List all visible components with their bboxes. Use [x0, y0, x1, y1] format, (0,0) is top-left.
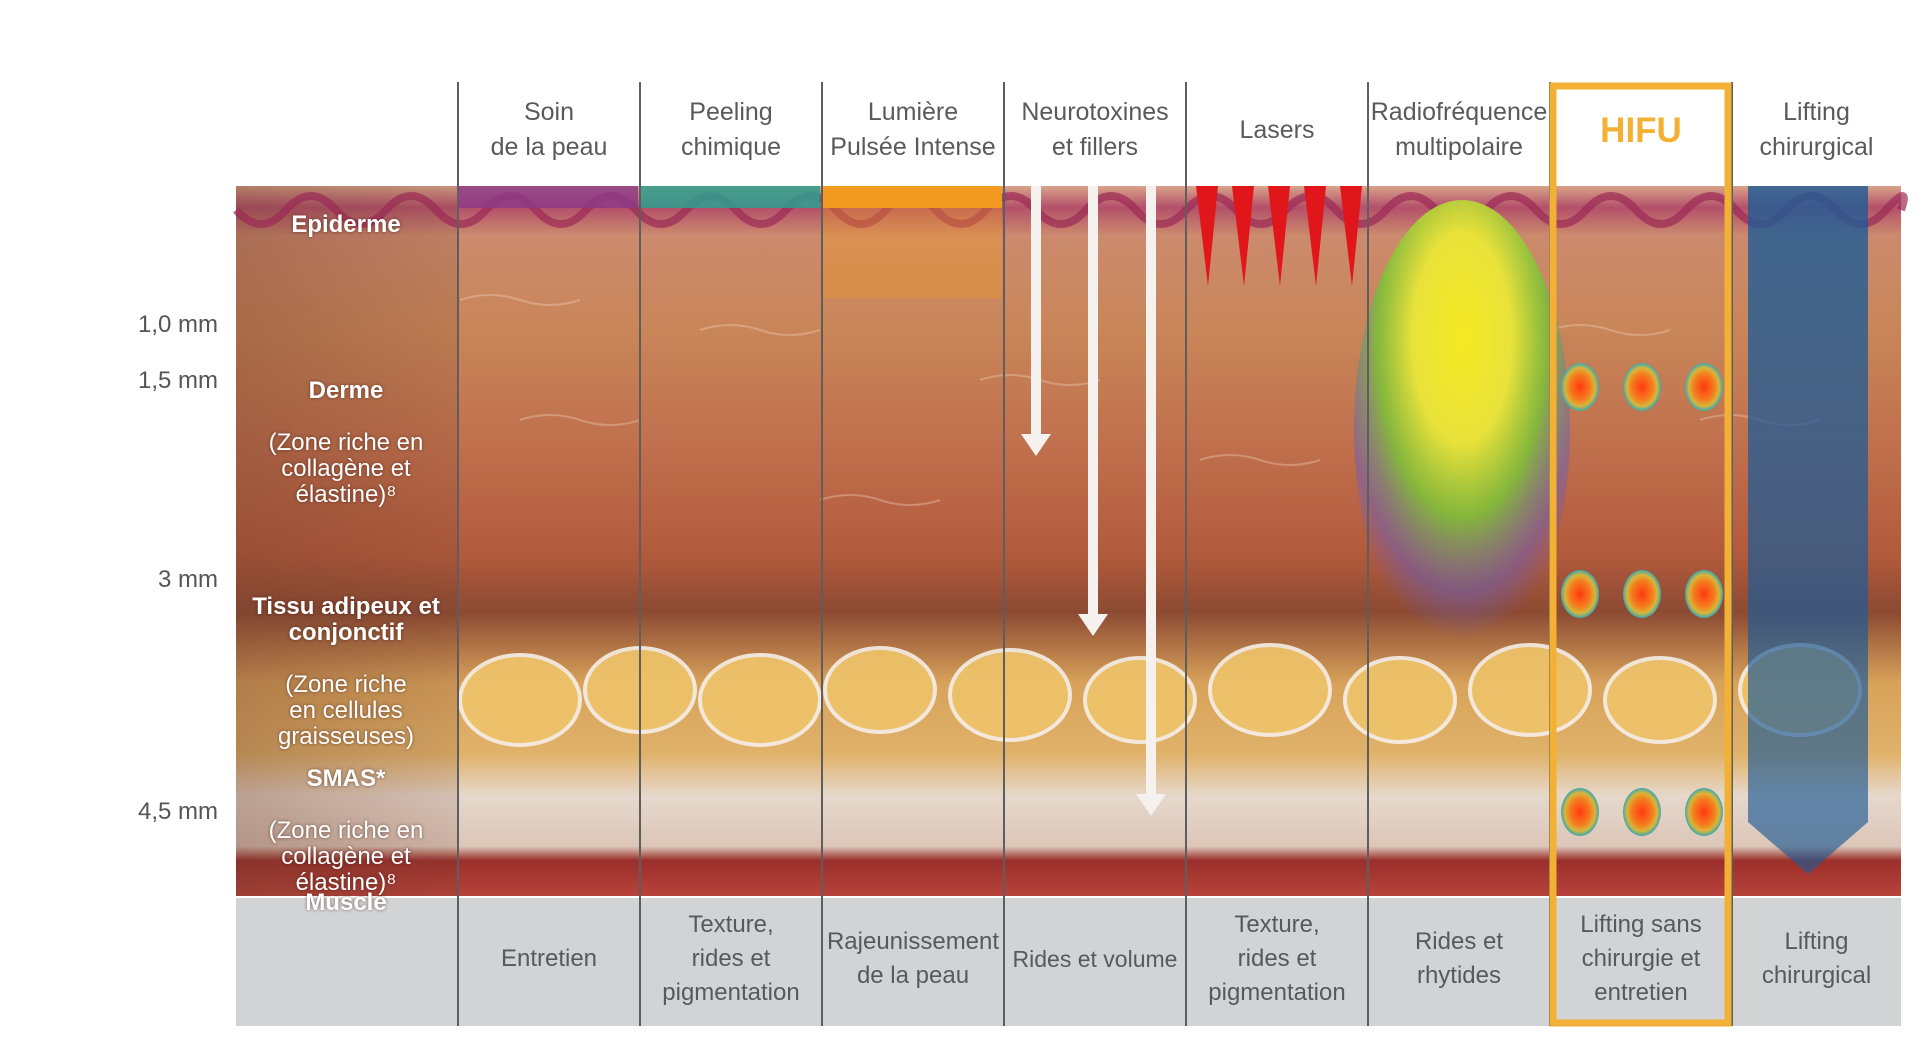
result-radiofrequency: Rides et rhytides [1414, 928, 1504, 989]
depth-marker-1: 1,0 mm [137, 311, 218, 338]
dermis-fibers [459, 294, 1821, 506]
hifu-focal-points [1561, 363, 1723, 836]
depth-marker-4: 4,5 mm [137, 798, 218, 825]
header-neurotoxins: Neurotoxines et fillers [1021, 98, 1169, 161]
neurotoxin-arrows [1021, 186, 1166, 816]
layer-epidermis: Epiderme [236, 186, 456, 238]
footer-band [236, 898, 1901, 1026]
result-lasers: Texture, rides et pigmentation [1208, 911, 1346, 1006]
radiofrequency-heat-zone [1354, 200, 1570, 660]
layer-dermis-detail: (Zone riche en collagène et élastine)⁸ [268, 429, 424, 508]
result-neurotoxins: Rides et volume [1012, 946, 1178, 972]
result-skincare: Entretien [500, 945, 598, 972]
layer-adipose-title: Tissu adipeux et conjonctif [252, 593, 440, 646]
layer-epidermis-title: Epiderme [291, 211, 401, 238]
skincare-effect [458, 186, 638, 208]
header-surgical: Lifting chirurgical [1759, 98, 1874, 161]
surgical-lift-arrow [1748, 186, 1868, 874]
depth-marker-2: 1,5 mm [137, 367, 218, 394]
result-surgical: Lifting chirurgical [1761, 928, 1872, 989]
layer-smas-title: SMAS* [306, 765, 386, 792]
header-peeling: Peeling chimique [680, 98, 782, 161]
ipl-effect-band [822, 186, 1002, 208]
laser-beams [1196, 186, 1362, 286]
layer-label-shade [236, 186, 458, 896]
header-radiofrequency: Radiofréquence multipolaire [1370, 98, 1548, 161]
hifu-highlight-frame [1549, 82, 1732, 1027]
result-hifu: Lifting sans chirurgie et entretien [1580, 911, 1702, 1006]
depth-marker-3: 3 mm [158, 566, 218, 593]
layer-muscle-title: Muscle [305, 889, 387, 916]
header-ipl: Lumière Pulsée Intense [830, 98, 996, 161]
header-lasers: Lasers [1239, 115, 1315, 144]
peeling-effect [640, 186, 820, 208]
result-peeling: Texture, rides et pigmentation [662, 911, 800, 1006]
result-ipl: Rajeunissement de la peau [826, 928, 1000, 989]
fat-lobules [458, 643, 1862, 747]
layer-smas-detail: (Zone riche en collagène et élastine)⁸ [268, 817, 424, 896]
layer-dermis-title: Derme [308, 377, 384, 404]
ipl-effect-glow [822, 208, 1002, 298]
layer-smas: SMAS* (Zone riche en collagène et élasti… [236, 740, 456, 896]
skin-cross-section [236, 186, 1901, 896]
layer-dermis: Derme (Zone riche en collagène et élasti… [236, 352, 456, 508]
layer-adipose-detail: (Zone riche en cellules graisseuses) [277, 671, 415, 750]
layer-adipose: Tissu adipeux et conjonctif (Zone riche … [236, 568, 456, 750]
layer-muscle: Muscle [236, 864, 456, 916]
header-skincare: Soin de la peau [490, 98, 608, 161]
header-hifu: HIFU [1600, 110, 1682, 150]
